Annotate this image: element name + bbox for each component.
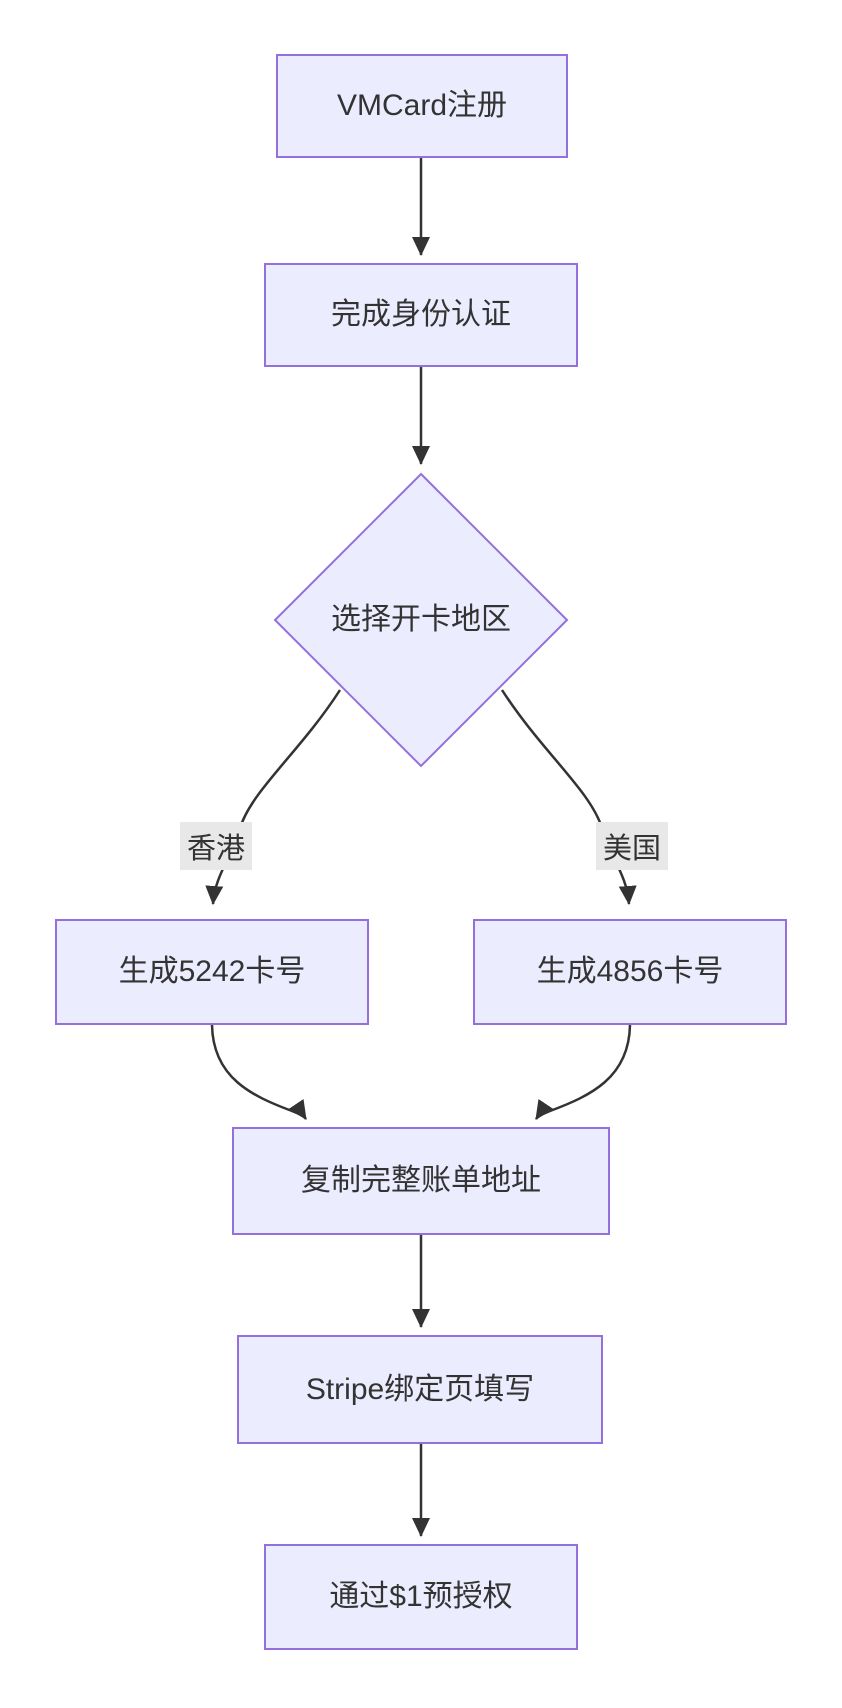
node-preauth: 通过$1预授权 (264, 1544, 578, 1650)
edge-region-uscard (500, 689, 637, 905)
edge-label-usa: 美国 (596, 822, 668, 870)
node-us-card-4856-label: 生成4856卡号 (536, 955, 724, 988)
edge-region-hkcard (205, 689, 342, 905)
edge-uscard-billing (534, 1024, 632, 1120)
edge-label-hongkong-text: 香港 (186, 833, 245, 865)
node-us-card-4856: 生成4856卡号 (473, 919, 787, 1025)
node-region-decision: 选择开卡地区 (273, 472, 569, 768)
node-stripe-binding-label: Stripe绑定页填写 (305, 1372, 535, 1406)
edge-label-hongkong: 香港 (180, 822, 252, 870)
node-vmcard-register-label: VMCard注册 (336, 89, 508, 122)
node-billing-address-label: 复制完整账单地址 (301, 1164, 541, 1197)
node-hk-card-5242-label: 生成5242卡号 (118, 955, 306, 988)
node-identity-verification-label: 完成身份认证 (331, 298, 511, 331)
node-region-decision-label: 选择开卡地区 (331, 603, 511, 636)
node-billing-address: 复制完整账单地址 (232, 1127, 610, 1235)
node-stripe-binding: Stripe绑定页填写 (237, 1335, 603, 1444)
node-vmcard-register: VMCard注册 (276, 54, 568, 158)
diamond-shape (273, 472, 569, 768)
node-hk-card-5242: 生成5242卡号 (55, 919, 369, 1025)
node-identity-verification: 完成身份认证 (264, 263, 578, 367)
edge-label-usa-text: 美国 (602, 833, 661, 865)
node-preauth-label: 通过$1预授权 (329, 1580, 513, 1613)
edge-hkcard-billing (210, 1024, 308, 1120)
